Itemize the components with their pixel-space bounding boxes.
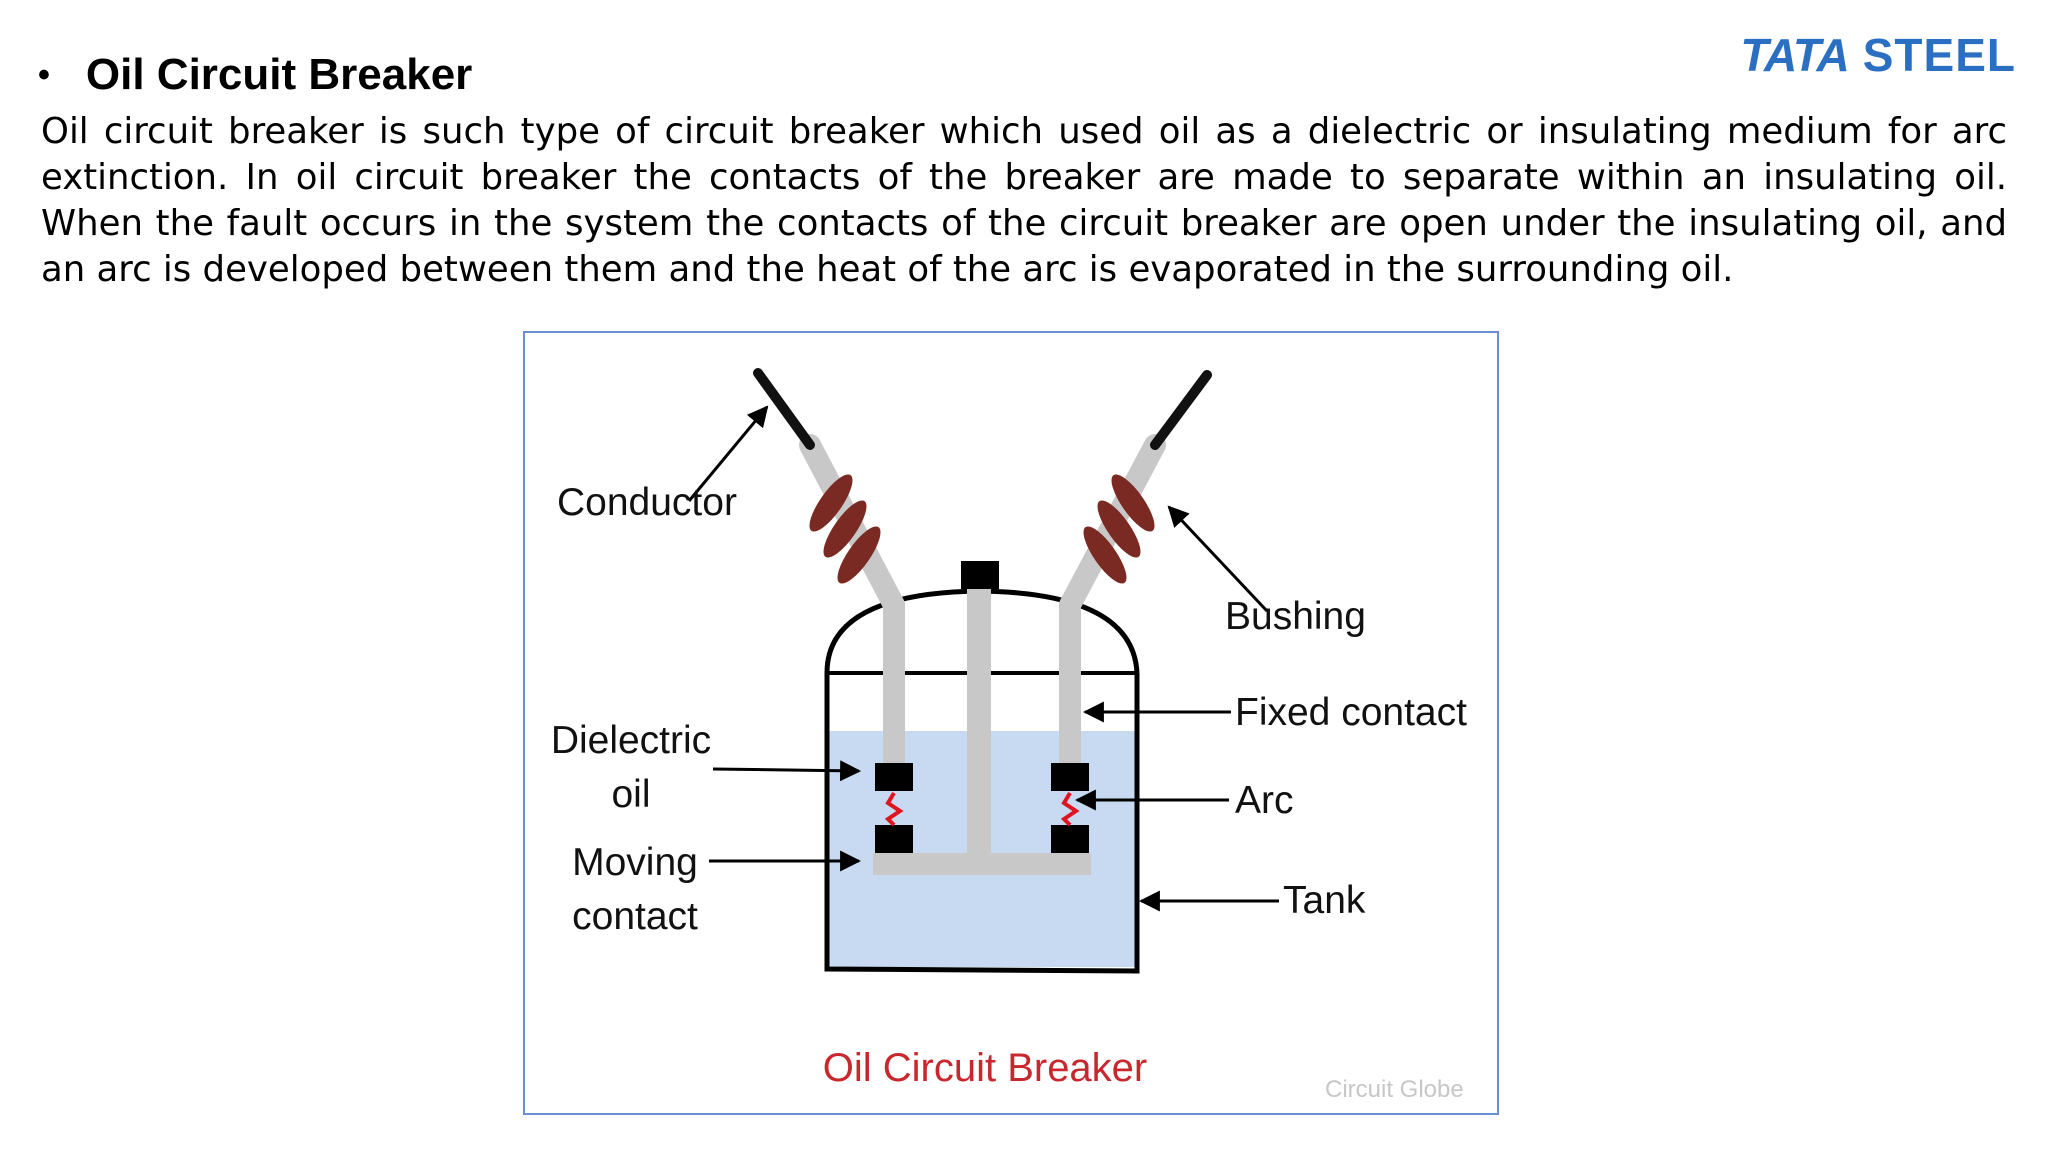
moving-crossbar (873, 853, 1091, 875)
label-conductor: Conductor (557, 481, 737, 524)
label-dielectric-line2: oil (611, 773, 650, 816)
left-conductor-tip (753, 368, 815, 450)
right-conductor-tip (1150, 370, 1212, 450)
label-moving-line2: contact (572, 895, 698, 938)
left-moving-contact (875, 825, 913, 853)
right-arc (1060, 791, 1080, 827)
description-paragraph: Oil circuit breaker is such type of circ… (41, 111, 2007, 290)
oil-circuit-breaker-diagram: Conductor Bushing Fixed contact Dielectr… (523, 331, 1499, 1115)
diagram-caption: Oil Circuit Breaker (823, 1046, 1148, 1090)
right-bushing-disc-2 (1097, 500, 1141, 558)
left-bushing-disc-2 (823, 500, 867, 558)
label-dielectric-line1: Dielectric (551, 719, 711, 762)
left-bushing-disc-3 (837, 526, 881, 584)
dome-top-cap (961, 561, 999, 589)
left-bushing-disc-1 (809, 474, 853, 532)
label-arc: Arc (1235, 779, 1294, 822)
right-moving-contact (1051, 825, 1089, 853)
bullet-icon: • (38, 55, 50, 94)
right-bushing-disc-3 (1083, 526, 1127, 584)
logo-word-steel: STEEL (1862, 29, 2016, 81)
left-fixed-contact (875, 763, 913, 791)
label-fixed-contact: Fixed contact (1235, 691, 1467, 734)
logo-word-tata: TATA (1740, 29, 1849, 81)
watermark: Circuit Globe (1325, 1076, 1464, 1103)
bushing-arrow (1167, 505, 1269, 613)
right-bushing-disc-1 (1111, 474, 1155, 532)
label-tank: Tank (1283, 879, 1366, 922)
right-fixed-contact (1051, 763, 1089, 791)
slide-title: Oil Circuit Breaker (85, 50, 473, 99)
label-moving-line1: Moving (572, 841, 698, 884)
tank-body (824, 673, 1140, 974)
label-bushing: Bushing (1225, 595, 1366, 638)
dielectric-oil-arrow (712, 760, 862, 782)
conductor-arrow (687, 405, 769, 502)
slide-heading: • Oil Circuit Breaker (38, 50, 472, 100)
center-rod (967, 589, 991, 875)
left-rod (883, 603, 905, 763)
left-arc (884, 791, 904, 827)
right-rod (1059, 603, 1081, 763)
